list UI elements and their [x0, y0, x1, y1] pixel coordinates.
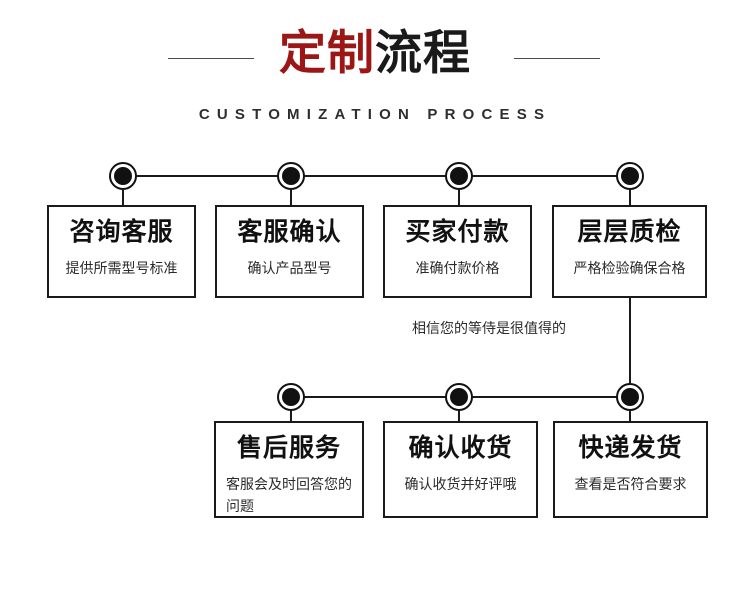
step-card-3[interactable]: 买家付款 准确付款价格 — [383, 205, 532, 298]
row2-node3-stem — [629, 410, 631, 422]
title-rule-right — [514, 58, 600, 59]
page-title-row: 定制流程 — [0, 22, 750, 84]
step-card-7-title: 快递发货 — [578, 434, 683, 462]
step-card-2[interactable]: 客服确认 确认产品型号 — [215, 205, 364, 298]
row2-node-3 — [616, 383, 644, 411]
row1-node1-stem — [122, 189, 124, 206]
step-card-1-desc: 提供所需型号标准 — [65, 260, 178, 276]
step-card-2-desc: 确认产品型号 — [247, 260, 332, 276]
row1-node-3 — [445, 162, 473, 190]
row2-node-2 — [445, 383, 473, 411]
header: 定制流程 CUSTOMIZATION PROCESS — [0, 22, 750, 123]
row2-node1-stem — [290, 410, 292, 422]
row2-node-1 — [277, 383, 305, 411]
step-card-4-title: 层层质检 — [577, 218, 682, 246]
page-title: 定制流程 — [0, 22, 750, 84]
page-subtitle: CUSTOMIZATION PROCESS — [198, 106, 552, 123]
step-card-5-title: 售后服务 — [236, 434, 341, 462]
step-card-5-desc: 客服会及时回答您的问题 — [226, 476, 352, 514]
step-card-3-title: 买家付款 — [405, 218, 510, 246]
title-rule-left — [168, 58, 254, 59]
step-card-7-desc: 查看是否符合要求 — [574, 476, 687, 492]
step-card-1-title: 咨询客服 — [69, 218, 174, 246]
step-card-1[interactable]: 咨询客服 提供所需型号标准 — [47, 205, 196, 298]
row1-node4-stem — [629, 189, 631, 206]
row1-to-row2-connector — [629, 298, 631, 390]
row1-connector-line — [123, 175, 631, 177]
step-card-6-title: 确认收货 — [408, 434, 513, 462]
step-card-4[interactable]: 层层质检 严格检验确保合格 — [552, 205, 707, 298]
step-card-3-desc: 准确付款价格 — [415, 260, 500, 276]
step-card-4-desc: 严格检验确保合格 — [573, 260, 686, 276]
row1-node-1 — [109, 162, 137, 190]
reassurance-note: 相信您的等侍是很值得的 — [412, 320, 566, 336]
step-card-5[interactable]: 售后服务 客服会及时回答您的问题 — [214, 421, 364, 518]
step-card-7[interactable]: 快递发货 查看是否符合要求 — [553, 421, 708, 518]
step-card-6-desc: 确认收货并好评哦 — [404, 476, 517, 492]
step-card-6[interactable]: 确认收货 确认收货并好评哦 — [383, 421, 538, 518]
row1-node-2 — [277, 162, 305, 190]
page-title-rest: 流程 — [375, 26, 471, 79]
row2-node2-stem — [458, 410, 460, 422]
page-title-accent: 定制 — [279, 26, 375, 79]
row1-node-4 — [616, 162, 644, 190]
step-card-2-title: 客服确认 — [237, 218, 342, 246]
row1-node2-stem — [290, 189, 292, 206]
row1-node3-stem — [458, 189, 460, 206]
